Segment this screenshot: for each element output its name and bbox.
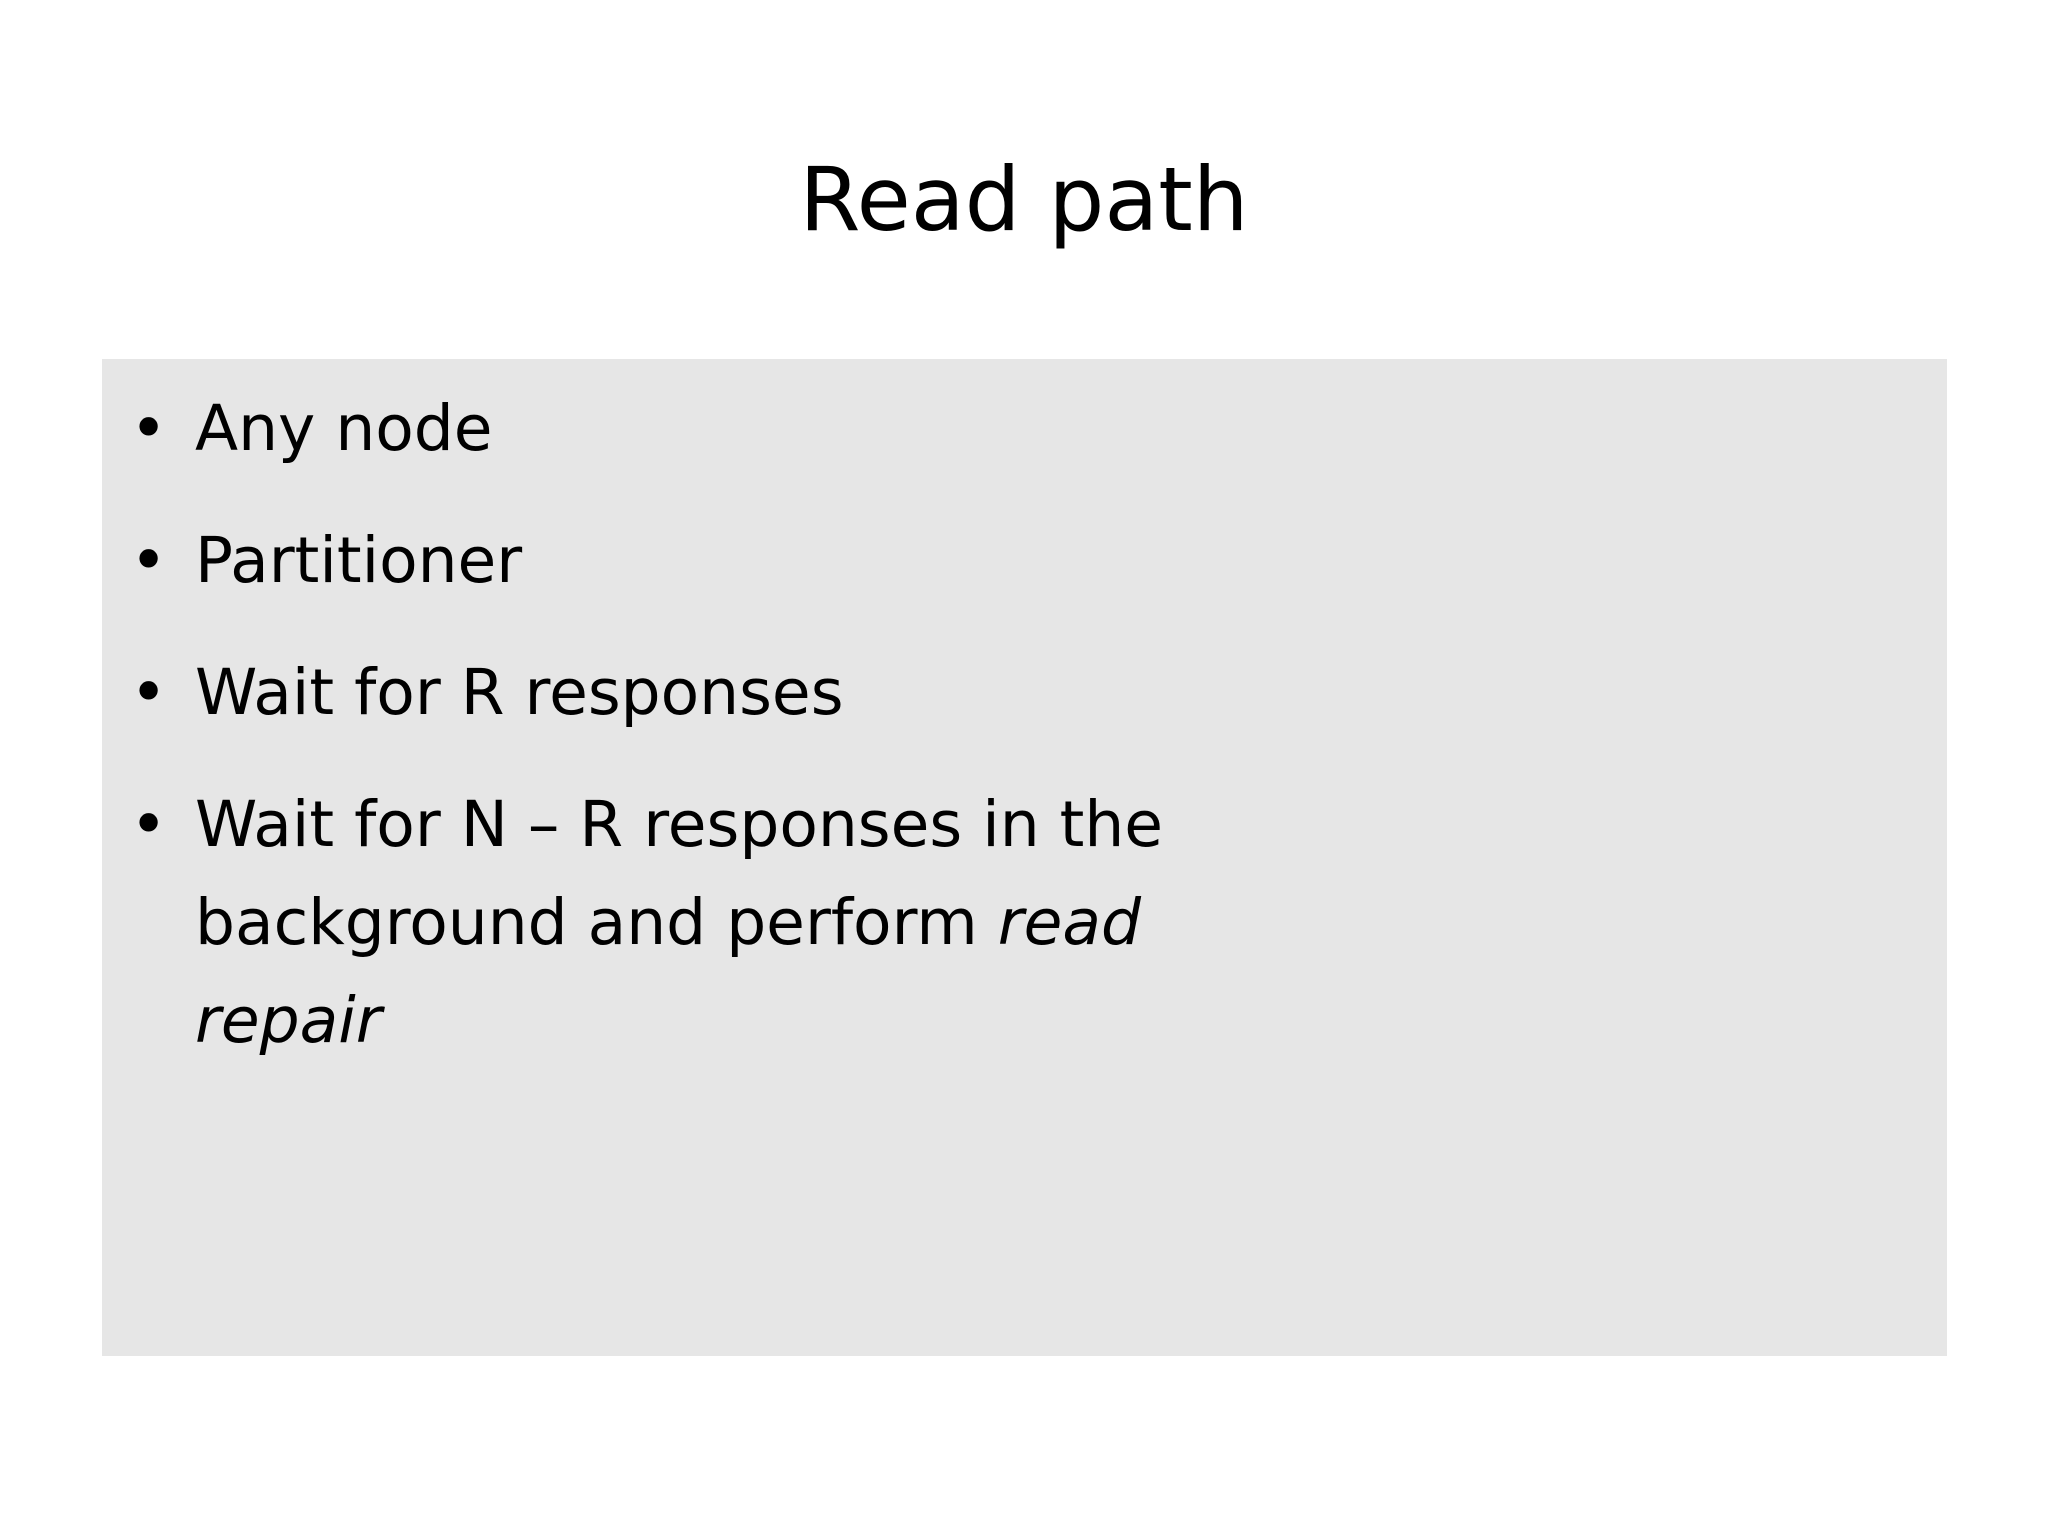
list-item: • Wait for N – R responses in the backgr… (102, 776, 1947, 1070)
page-title: Read path (799, 147, 1249, 251)
list-item: • Any node (102, 380, 1947, 478)
list-item-text: Partitioner (195, 512, 1320, 610)
list-item-text-plain: Any node (195, 392, 493, 465)
list-item-text: Wait for R responses (195, 644, 1320, 742)
bullet-point-icon: • (130, 524, 168, 597)
bullet-point-icon: • (130, 392, 168, 465)
list-item-text-emphasis: read repair (195, 886, 1142, 1057)
bullet-list: • Any node • Partitioner • Wait for R re… (102, 380, 1947, 1070)
list-item-text: Any node (195, 380, 1320, 478)
list-item: • Partitioner (102, 512, 1947, 610)
list-item-text-plain: Wait for R responses (195, 656, 844, 729)
list-item-text: Wait for N – R responses in the backgrou… (195, 776, 1320, 1070)
bullet-point-icon: • (130, 656, 168, 729)
list-item-text-plain: Wait for N – R responses in the backgrou… (195, 788, 1164, 959)
list-item: • Wait for R responses (102, 644, 1947, 742)
list-item-text-plain: Partitioner (195, 524, 523, 597)
content-placeholder-box: • Any node • Partitioner • Wait for R re… (102, 359, 1947, 1356)
bullet-point-icon: • (130, 788, 168, 861)
